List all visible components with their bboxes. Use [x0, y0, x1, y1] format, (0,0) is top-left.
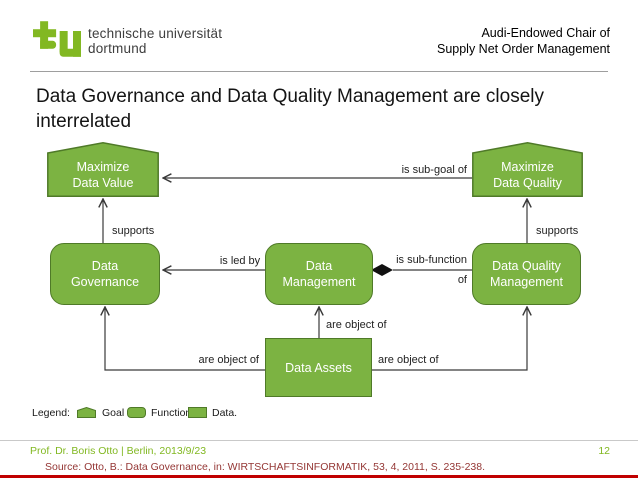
legend-data-label: Data.	[212, 407, 238, 419]
page-number: 12	[598, 445, 610, 457]
chair-title-line1: Audi-Endowed Chair of	[481, 26, 610, 40]
bottom-accent-bar	[0, 475, 638, 478]
chair-title-line2: Supply Net Order Management	[436, 42, 610, 56]
source-note: Source: Otto, B.: Data Governance, in: W…	[45, 461, 486, 473]
logo-text: technische universität dortmund	[88, 26, 222, 56]
edge-label-supports-right: supports	[536, 225, 579, 237]
edge-label-supports-left: supports	[112, 225, 155, 237]
legend-goal-label: Goal	[102, 407, 125, 419]
node-data-quality-management: Data Quality Management	[472, 243, 581, 305]
node-label: Management	[282, 275, 356, 289]
node-data-management: Data Management	[265, 243, 373, 305]
edge-label-sub-function-2: of	[458, 274, 468, 286]
edge-object-left	[105, 307, 265, 371]
page-title: Data Governance and Data Quality Managem…	[36, 86, 544, 132]
footer-author: Prof. Dr. Boris Otto | Berlin, 2013/9/23	[30, 445, 207, 457]
logo-text-line2: dortmund	[88, 41, 147, 56]
node-data-governance: Data Governance	[50, 243, 160, 305]
edge-object-right	[372, 307, 527, 371]
node-maximize-data-quality: Maximize Data Quality	[472, 142, 583, 197]
edge-label-sub-goal: is sub-goal of	[402, 164, 468, 176]
edge-label-object-center: are object of	[326, 319, 387, 331]
node-label: Data Quality	[492, 259, 561, 273]
node-label: Data Assets	[285, 360, 352, 375]
edge-label-sub-function-1: is sub-function	[396, 254, 467, 266]
node-label: Data	[305, 259, 333, 273]
legend-goal-icon	[77, 407, 96, 418]
node-label: Management	[490, 275, 563, 289]
legend-function-icon	[127, 407, 146, 418]
node-maximize-data-value: Maximize Data Value	[47, 142, 159, 197]
node-label: Maximize	[501, 160, 554, 174]
legend-data-icon	[188, 407, 207, 418]
node-label: Governance	[70, 275, 140, 289]
node-label: Data Quality	[493, 176, 562, 190]
node-data-assets: Data Assets	[265, 338, 372, 397]
chair-title: Audi-Endowed Chair of Supply Net Order M…	[437, 25, 610, 57]
connector-layer: is sub-goal of supports supports is led …	[0, 164, 579, 371]
node-label: Maximize	[76, 160, 130, 174]
node-label: Data	[91, 259, 119, 273]
edge-label-is-led-by: is led by	[220, 255, 261, 267]
edge-label-object-left: are object of	[198, 354, 259, 366]
footer-divider	[0, 440, 638, 441]
logo-text-line1: technische universität	[88, 26, 223, 41]
aggregation-diamond-icon	[371, 264, 393, 276]
legend-title: Legend:	[32, 407, 70, 419]
tu-dortmund-logo-icon	[33, 21, 81, 57]
legend-function-label: Function	[151, 407, 192, 419]
header-divider	[30, 71, 608, 72]
node-label: Data Value	[72, 176, 134, 190]
edge-label-object-right: are object of	[378, 354, 439, 366]
